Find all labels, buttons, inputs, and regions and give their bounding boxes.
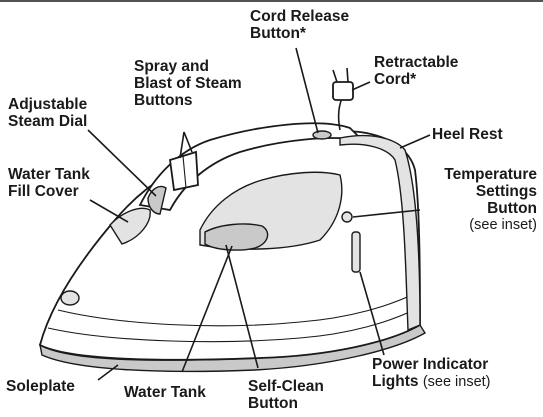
retractable-cord-line2: Cord*: [374, 71, 458, 88]
leader-cord-release: [296, 48, 318, 133]
label-temperature-settings-button: Temperature Settings Button (see inset): [444, 166, 537, 234]
water-tank-window: [205, 224, 268, 250]
fill-cover-line2: Fill Cover: [8, 183, 90, 200]
label-water-tank: Water Tank: [124, 384, 206, 401]
plug-body: [333, 82, 353, 100]
leader-heel-rest: [400, 135, 430, 148]
self-clean-line2: Button: [248, 395, 324, 412]
water-tank-text: Water Tank: [124, 384, 206, 401]
cord-release-button-shape: [313, 131, 331, 139]
label-adjustable-steam-dial: Adjustable Steam Dial: [8, 96, 87, 130]
temperature-line3: Button: [444, 200, 537, 217]
plug-prong-left: [333, 70, 337, 82]
retractable-cord-line1: Retractable: [374, 54, 458, 71]
temperature-note: (see inset): [444, 217, 537, 234]
nose-knob: [61, 291, 79, 305]
heel-rest-text: Heel Rest: [432, 126, 503, 143]
label-soleplate: Soleplate: [6, 378, 75, 395]
spray-steam-line2: Blast of Steam: [134, 75, 242, 92]
temperature-button-shape: [342, 212, 352, 222]
fill-cover-line1: Water Tank: [8, 166, 90, 183]
leader-retractable-cord: [352, 82, 370, 90]
spray-steam-line3: Buttons: [134, 92, 242, 109]
temperature-line2: Settings: [444, 183, 537, 200]
label-retractable-cord: Retractable Cord*: [374, 54, 458, 88]
label-cord-release-button: Cord Release Button*: [250, 8, 349, 42]
label-heel-rest: Heel Rest: [432, 126, 503, 143]
steam-dial-line1: Adjustable: [8, 96, 87, 113]
cord-release-line2: Button*: [250, 25, 349, 42]
temperature-line1: Temperature: [444, 166, 537, 183]
power-lights-line1: Power Indicator: [372, 356, 491, 373]
steam-dial-line2: Steam Dial: [8, 113, 87, 130]
cord-release-line1: Cord Release: [250, 8, 349, 25]
label-water-tank-fill-cover: Water Tank Fill Cover: [8, 166, 90, 200]
label-power-indicator-lights: Power Indicator Lights (see inset): [372, 356, 491, 391]
plug-prong-right: [347, 68, 348, 82]
power-lights-line2: Lights: [372, 373, 419, 390]
power-indicator-slot: [352, 232, 360, 272]
leader-steam-dial: [88, 130, 156, 196]
label-spray-steam-buttons: Spray and Blast of Steam Buttons: [134, 58, 242, 109]
self-clean-line1: Self-Clean: [248, 378, 324, 395]
spray-steam-line1: Spray and: [134, 58, 242, 75]
leader-spray-right: [184, 132, 192, 152]
label-self-clean-button: Self-Clean Button: [248, 378, 324, 412]
soleplate-text: Soleplate: [6, 378, 75, 395]
power-lights-note: (see inset): [423, 374, 491, 390]
